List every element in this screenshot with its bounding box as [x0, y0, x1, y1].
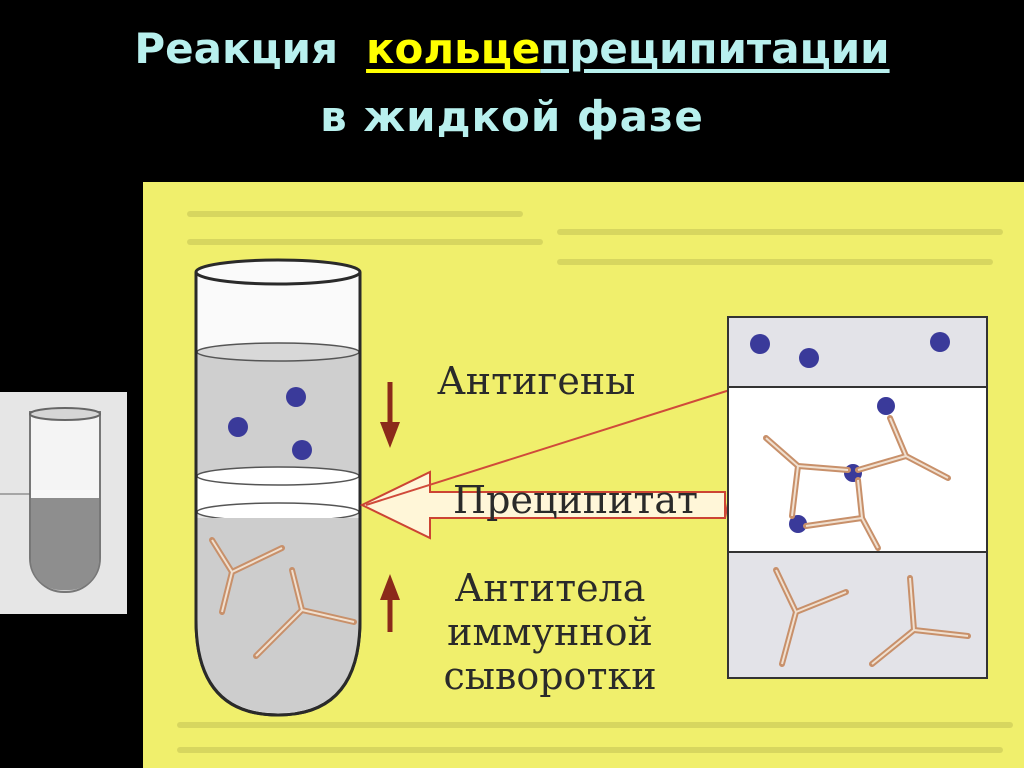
antigen-dot: [228, 417, 248, 437]
label-antigens: Антигены: [437, 360, 635, 402]
antigen-dot: [750, 334, 770, 354]
arrow-down-icon: [380, 382, 400, 448]
antigen-dot: [292, 440, 312, 460]
antigen-dot: [930, 332, 950, 352]
label-antibodies-line-2: иммунной: [420, 610, 680, 654]
label-antibodies-line-3: сыворотки: [420, 654, 680, 698]
antigen-dot: [286, 387, 306, 407]
antigen-dot: [799, 348, 819, 368]
test-tube: [196, 260, 360, 715]
arrow-up-icon: [380, 574, 400, 632]
antigen-dot: [877, 397, 895, 415]
label-antibodies: Антитела иммунной сыворотки: [420, 566, 680, 698]
label-antibodies-line-1: Антитела: [420, 566, 680, 610]
label-precipitate: Преципитат: [453, 479, 698, 521]
